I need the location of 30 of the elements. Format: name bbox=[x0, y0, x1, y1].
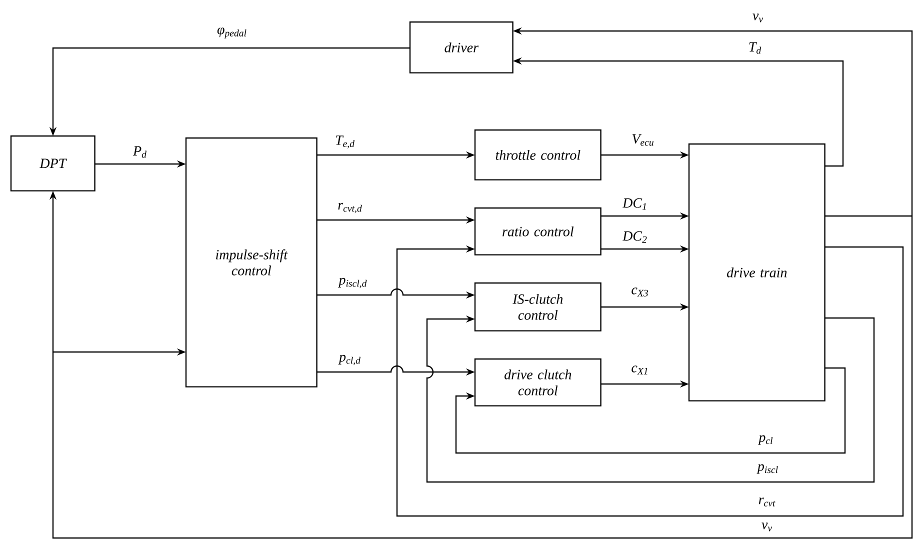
arrow bbox=[396, 245, 904, 517]
edge-label: p$_{cl}$ bbox=[758, 435, 773, 445]
edge-label: T$_{e,d}$ bbox=[336, 136, 355, 148]
edge-label: P$_{d}$ bbox=[132, 146, 146, 158]
edge-label: T$_{d}$ bbox=[749, 42, 762, 54]
block-box: drive clutch control bbox=[474, 358, 602, 406]
edge-label: p$_{cl,d}$ bbox=[338, 354, 360, 366]
edge-label: DC$_{1}$ bbox=[622, 198, 646, 210]
block-box: driver bbox=[409, 21, 514, 74]
edge-label: r$_{cvt,d}$ bbox=[338, 202, 362, 214]
arrow bbox=[426, 315, 875, 483]
edge-label: φ$_{pedal}$ bbox=[217, 28, 246, 38]
block-box: throttle control bbox=[474, 129, 602, 180]
arrow bbox=[455, 367, 846, 454]
block-box: drive train bbox=[688, 143, 826, 402]
edge-label: DC$_{2}$ bbox=[622, 231, 647, 243]
edge-label: p$_{iscl}$ bbox=[756, 464, 778, 474]
block-box: IS-clutch control bbox=[474, 282, 602, 332]
edge-label: r$_{cvt}$ bbox=[758, 498, 776, 506]
block-box: DPT bbox=[10, 135, 96, 192]
line bbox=[52, 216, 913, 539]
edge-label: v$_{v}$ bbox=[762, 522, 772, 532]
edge-label: c$_{X3}$ bbox=[632, 288, 648, 296]
block-box: ratio control bbox=[474, 207, 602, 256]
edge-label: p$_{iscl,d}$ bbox=[338, 278, 367, 288]
edge-label: v$_{v}$ bbox=[752, 14, 764, 22]
block-box: impulse-shift control bbox=[185, 137, 318, 388]
edge-label: c$_{X1}$ bbox=[632, 366, 648, 374]
line bbox=[824, 215, 912, 217]
edge-label: V$_{ecu}$ bbox=[632, 134, 654, 146]
